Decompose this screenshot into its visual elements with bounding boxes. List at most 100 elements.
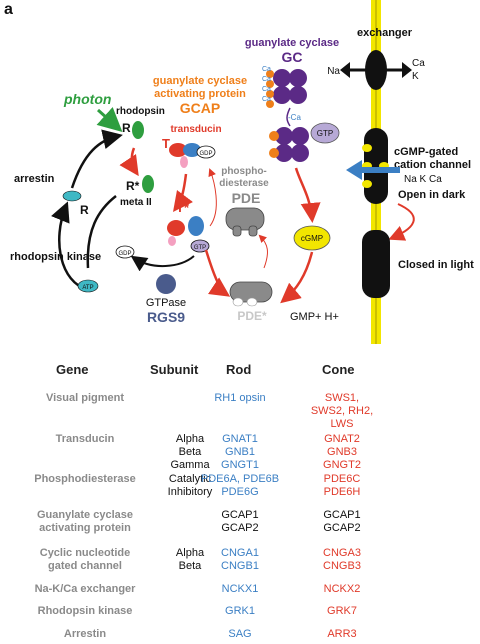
gene-name: activating protein [39, 522, 131, 534]
gc-to-cgmp-arrow [294, 167, 321, 223]
r-star-label: R* [126, 179, 140, 193]
arrestin-label: arrestin [14, 173, 55, 185]
phospho-label-2: diesterase [219, 178, 269, 189]
gcap-label-1: guanylate cyclase [153, 75, 247, 87]
cone-gene: NCKX2 [323, 583, 361, 595]
gc-label: GC [282, 49, 303, 65]
meta-ii-label: meta II [120, 197, 152, 208]
gtpase-label: GTPase [146, 297, 186, 309]
channel-label-1: cGMP-gated [394, 146, 458, 158]
gtp-gc-label: GTP [317, 129, 333, 138]
rod-gene: GRK1 [225, 605, 255, 617]
exchanger-label: exchanger [357, 27, 413, 39]
subunit-cell: Alpha [175, 547, 205, 559]
pde-activation-arrow [204, 249, 231, 297]
cgmp [293, 225, 331, 251]
transducin-activation-arrow [173, 173, 193, 213]
na-k-ca-label: Na K Ca [404, 174, 442, 185]
gtp-gc [310, 122, 340, 144]
phosphorylation-arrow [86, 195, 117, 269]
gene-name: Cyclic nucleotide [39, 547, 131, 559]
rod-gene: GNAT1 [222, 433, 258, 445]
exchanger [340, 50, 412, 90]
gdp1-label: GDP [199, 151, 212, 157]
subunit-cell: Gamma [170, 459, 210, 471]
rgs9-protein [156, 274, 176, 294]
ca-1: Ca [262, 66, 271, 73]
transducin-active [167, 216, 210, 253]
gcap-label-2: activating protein [154, 88, 246, 100]
rod-gene: GCAP2 [221, 522, 259, 534]
rhodopsin-kinase-label: rhodopsin kinase [10, 251, 101, 263]
cng-channel-closed [362, 230, 390, 298]
header-subunit: Subunit [150, 362, 199, 377]
subunit-cell: Beta [178, 560, 202, 572]
gdp2-label: GDP [118, 251, 131, 257]
cgmp-label: cGMP [301, 234, 323, 243]
pde-star-label: PDE* [237, 309, 267, 323]
subunit-cell: Inhibitory [167, 486, 213, 498]
rod-gene: GCAP1 [221, 509, 259, 521]
rod-gene: CNGA1 [221, 547, 259, 559]
cone-gene: GNGT2 [323, 459, 361, 471]
ca-label: Ca [412, 58, 425, 69]
cone-gene: GRK7 [327, 605, 357, 617]
cone-gene: CNGA3 [323, 547, 361, 559]
subunit-cell: Catalytic [168, 473, 212, 485]
rod-gene: CNGB1 [221, 560, 259, 572]
rgs9-label: RGS9 [147, 309, 185, 325]
cone-gene: GCAP2 [323, 522, 361, 534]
ca-4: Ca [262, 96, 271, 103]
header-cone: Cone [322, 362, 355, 377]
gene-name: Arrestin [63, 628, 107, 640]
pde [225, 207, 265, 237]
na-label: Na [327, 66, 340, 77]
rod-gene: GNB1 [225, 446, 255, 458]
cone-gene: SWS1, [324, 392, 360, 404]
rhodopsin [132, 121, 144, 139]
cone-gene: GCAP1 [323, 509, 361, 521]
channel-label-2: cation channel [394, 159, 471, 171]
cone-gene: GNAT2 [324, 433, 360, 445]
cgmp-hydrolysis-arrow [280, 251, 314, 304]
gcap-label: GCAP [180, 100, 220, 116]
gene-name: Guanylate cyclase [36, 509, 133, 521]
r-label: R [122, 121, 131, 135]
rod-gene: SAG [228, 628, 252, 640]
gmp-label: GMP+ H+ [290, 311, 339, 323]
transducin [169, 143, 216, 168]
gc-top-label: guanylate cyclase [245, 37, 339, 49]
phototransduction-diagram: a exchanger Na Ca K cGMP-gated cation ch… [4, 0, 474, 344]
cone-gene: ARR3 [327, 628, 357, 640]
cone-gene: LWS [330, 418, 354, 430]
atp [77, 279, 99, 293]
r2-label: R [80, 203, 89, 217]
arrestin [62, 190, 82, 202]
rod-gene: RH1 opsin [214, 392, 266, 404]
ca-release-arrow [286, 107, 291, 127]
gene-name: Transducin [55, 433, 115, 445]
cone-gene: GNB3 [327, 446, 357, 458]
t-label: T [162, 136, 170, 151]
guanylate-cyclase-top [266, 69, 307, 108]
guanylate-cyclase-active [269, 127, 309, 162]
gtpase-arrow [130, 255, 195, 272]
rod-gene: GNGT1 [221, 459, 259, 471]
minus-ca-label: -Ca [288, 113, 301, 122]
cone-gene: PDE6C [323, 473, 361, 485]
ca-3: Ca [262, 86, 271, 93]
panel-a-letter: a [4, 1, 13, 18]
header-gene: Gene [56, 362, 89, 377]
subunit-cell: Alpha [175, 433, 205, 445]
rod-gene: PDE6G [221, 486, 259, 498]
closed-label: Closed in light [398, 259, 474, 271]
gdp2 [115, 245, 135, 259]
open-label: Open in dark [398, 189, 466, 201]
ca-2: Ca [262, 76, 271, 83]
gene-name: Visual pigment [45, 392, 125, 404]
gene-name: Rhodopsin kinase [37, 605, 133, 617]
gene-name: gated channel [48, 560, 122, 572]
photon-label: photon [63, 91, 111, 107]
cone-gene: SWS2, RH2, [310, 405, 374, 417]
